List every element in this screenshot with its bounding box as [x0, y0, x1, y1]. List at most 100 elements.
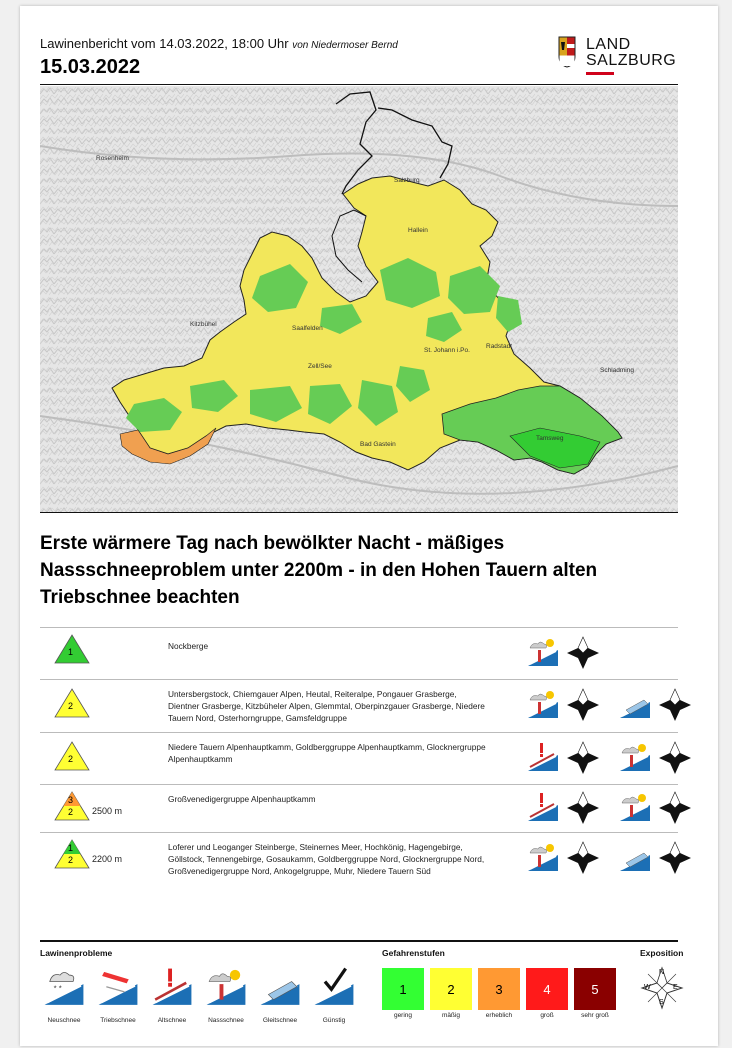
danger-level-above: 3 [68, 795, 74, 805]
compass-e: E [673, 984, 678, 991]
legend-level-2: 2 mäßig [430, 968, 472, 1019]
legend-caption: Neuschnee [47, 1017, 81, 1024]
legend-caption: Gleitschnee [262, 1017, 298, 1024]
map-label-hallein: Hallein [408, 227, 428, 234]
legend-altschnee: Altschnee [148, 966, 196, 1024]
nassschnee-icon [620, 744, 650, 771]
legend-guenstig: Günstig [310, 966, 358, 1024]
neuschnee-icon: * * [44, 972, 84, 1005]
exposition-compass-icon [567, 636, 599, 669]
legend-level-1: 1 gering [382, 968, 424, 1019]
exposition-compass-icon [567, 741, 599, 774]
report-timestamp: Lawinenbericht vom 14.03.2022, 18:00 Uhr… [40, 36, 398, 51]
triebschnee-icon [98, 970, 138, 1005]
level-swatch: 4 [526, 968, 568, 1010]
elevation-threshold: 2200 m [92, 854, 123, 864]
report-date: 15.03.2022 [40, 56, 141, 78]
legend-level-3: 3 erheblich [478, 968, 520, 1019]
gleitschnee-icon [620, 852, 650, 871]
elevation-threshold: 2500 m [92, 806, 123, 816]
map-label-tamsweg: Tamsweg [536, 435, 564, 442]
report-line: Lawinenbericht vom 14.03.2022, 18:00 Uhr [40, 36, 289, 51]
exposition-compass-icon [659, 688, 691, 721]
gleitschnee-icon [260, 981, 300, 1005]
legend-caption: Günstig [322, 1017, 346, 1024]
altschnee-icon [152, 968, 192, 1005]
danger-level-number: 2 [68, 754, 74, 764]
danger-row-3: 2 Niedere Tauern Alpenhauptkamm, Goldber… [40, 732, 691, 785]
exposition-compass-icon [659, 741, 691, 774]
legend-nassschnee: Nassschnee [202, 966, 250, 1024]
level-caption: groß [540, 1012, 554, 1019]
map-label-rosenheim: Rosenheim [96, 155, 129, 162]
nassschnee-icon [528, 691, 558, 718]
legend-neuschnee: * * Neuschnee [40, 966, 88, 1024]
map-label-schladming: Schladming [600, 367, 634, 374]
legend-exposition-title: Exposition [640, 948, 684, 958]
regions-text: Großvenedigergruppe Alpenhauptkamm [168, 794, 316, 804]
altschnee-icon [528, 743, 558, 771]
level-swatch: 2 [430, 968, 472, 1010]
region-level3-orange [119, 427, 217, 465]
exposition-compass-icon [567, 791, 599, 824]
map-label-badgastein: Bad Gastein [360, 441, 396, 448]
bulletin-headline: Erste wärmere Tag nach bewölkter Nacht -… [40, 533, 598, 608]
level-caption: erheblich [485, 1012, 513, 1019]
header-divider [40, 84, 678, 85]
danger-row-4: 3 2 2500 m Großvenedigergruppe Alpenhaup… [40, 784, 691, 833]
exposition-compass-icon [659, 841, 691, 874]
map-divider [40, 512, 678, 513]
danger-level-below: 2 [68, 855, 74, 865]
danger-level-triangle [54, 688, 90, 718]
legend-level-5: 5 sehr groß [574, 968, 616, 1019]
legend-triebschnee: Triebschnee [94, 966, 142, 1024]
logo-text-land: LAND [586, 36, 631, 53]
level-swatch: 3 [478, 968, 520, 1010]
map-label-stjohann: St. Johann i.Po. [424, 347, 470, 354]
danger-row-2: 2 Untersbergstock, Chiemgauer Alpen, Heu… [40, 679, 691, 733]
nassschnee-icon [528, 844, 558, 871]
legend-caption: Altschnee [157, 1017, 187, 1024]
level-swatch: 5 [574, 968, 616, 1010]
danger-level-number: 2 [68, 701, 74, 711]
map-label-saalfelden: Saalfelden [292, 325, 323, 332]
map-label-zellsee: Zell/See [308, 363, 332, 370]
legend-caption: Nassschnee [208, 1017, 244, 1024]
altschnee-icon [528, 793, 558, 821]
regions-text: Untersbergstock, Chiemgauer Alpen, Heuta… [168, 689, 485, 723]
danger-level-triangle [54, 741, 90, 771]
legend-level-4: 4 groß [526, 968, 568, 1019]
regions-text: Nockberge [168, 641, 209, 651]
map-label-salzburg: Salzburg [394, 177, 420, 184]
legend-caption: Triebschnee [100, 1017, 136, 1024]
level-caption: gering [393, 1012, 413, 1019]
level-caption: mäßig [441, 1012, 461, 1019]
danger-level-below: 2 [68, 807, 74, 817]
nassschnee-icon [206, 969, 246, 1005]
map-label-radstadt: Radstadt [486, 343, 512, 350]
region-level1-green [126, 258, 522, 432]
author: von Niedermoser Bernd [292, 40, 398, 51]
svg-text:* *: * * [54, 984, 62, 993]
nassschnee-icon [528, 639, 558, 666]
level-caption: sehr groß [581, 1012, 609, 1019]
nassschnee-icon [620, 794, 650, 821]
map-label-kitzbuehel: Kitzbühel [190, 321, 217, 328]
level-swatch: 1 [382, 968, 424, 1010]
danger-level-triangle-split [54, 839, 90, 869]
exposition-compass-icon [567, 841, 599, 874]
regions-text: Loferer und Leoganger Steinberge, Steine… [168, 842, 485, 876]
exposition-compass-icon [659, 791, 691, 824]
legend-levels-title: Gefahrenstufen [382, 948, 445, 958]
checkmark-icon [314, 967, 354, 1005]
legend-gleitschnee: Gleitschnee [256, 966, 304, 1024]
land-salzburg-logo: LAND SALZBURG [558, 34, 678, 75]
danger-level-triangle [54, 634, 90, 664]
salzburg-shield-icon [558, 36, 576, 68]
danger-level-number: 1 [68, 647, 74, 657]
compass-n: N [659, 969, 665, 976]
legend-divider [40, 940, 678, 942]
danger-level-above: 1 [68, 843, 74, 853]
logo-accent-bar [586, 72, 614, 75]
regions-text: Niedere Tauern Alpenhauptkamm, Goldbergg… [168, 742, 486, 764]
